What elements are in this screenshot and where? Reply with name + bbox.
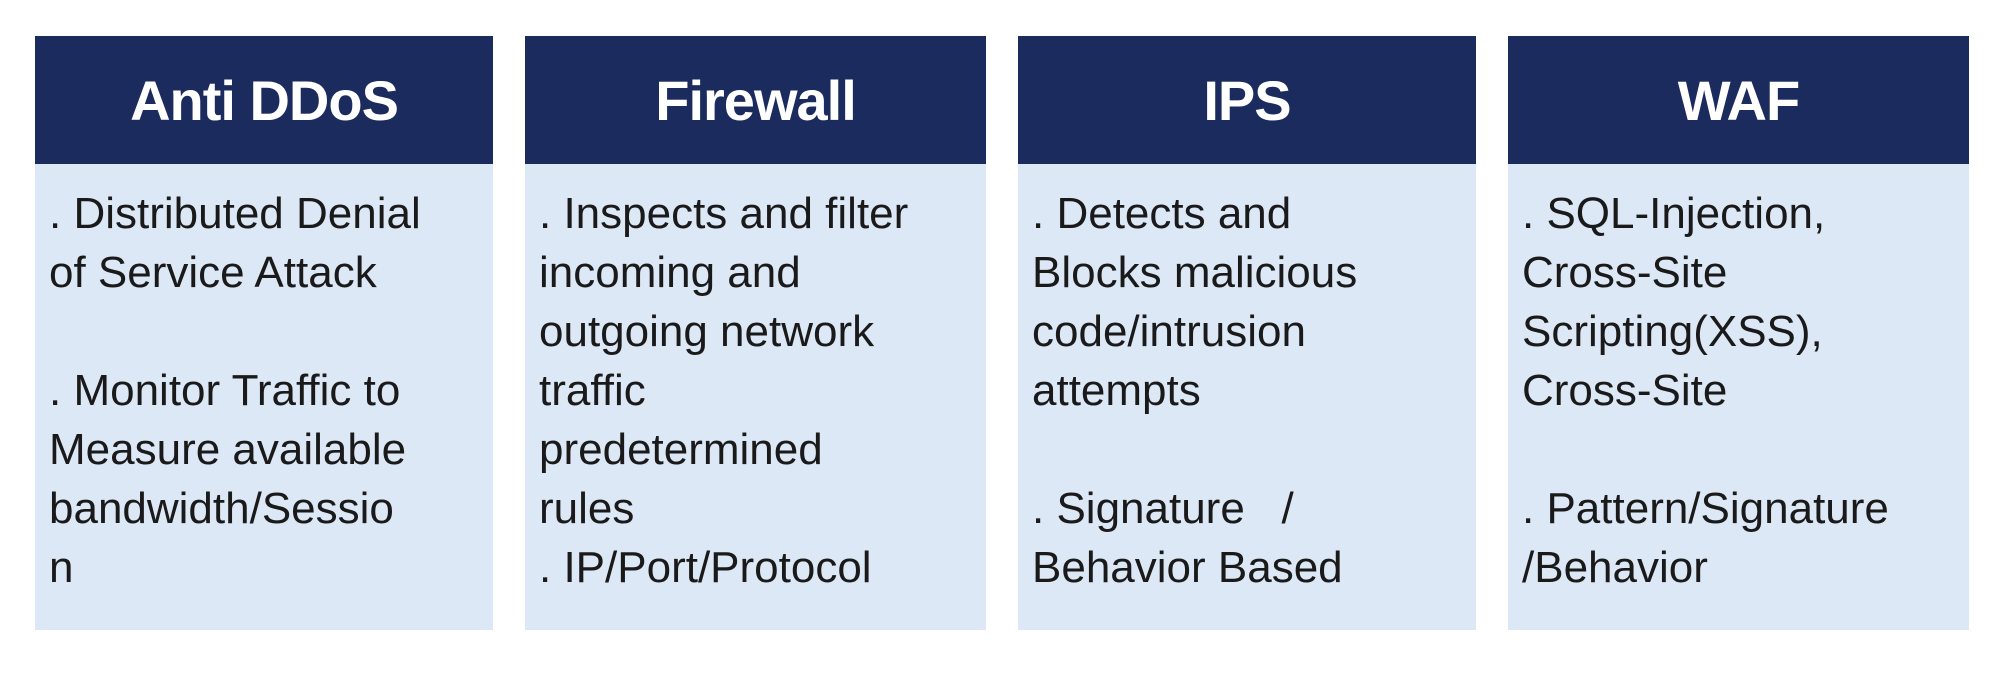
card-body: . Detects and Blocks malicious code/intr… — [1018, 164, 1476, 597]
card-text-line: . IP/Port/Protocol — [539, 543, 872, 592]
card-text-line: incoming and — [539, 248, 801, 297]
card-text-line: bandwidth/Sessio — [49, 484, 394, 533]
card-body: . Inspects and filter incoming and outgo… — [525, 164, 986, 597]
card-title: Firewall — [525, 36, 986, 164]
card-text-line: Scripting(XSS), — [1522, 307, 1823, 356]
card-text-line — [49, 302, 483, 361]
card-text-line: . Distributed Denial — [49, 189, 421, 238]
card-title: Anti DDoS — [35, 36, 493, 164]
card-text-line: Cross-Site — [1522, 248, 1728, 297]
card-text-line: . SQL-Injection, — [1522, 189, 1826, 238]
card-text-line: Measure available — [49, 425, 407, 474]
card-anti-ddos: Anti DDoS . Distributed Denial of Servic… — [35, 36, 493, 630]
card-text-line: code/intrusion — [1032, 307, 1306, 356]
card-text-line: . Inspects and filter — [539, 189, 909, 238]
card-text-line: Blocks malicious — [1032, 248, 1358, 297]
card-text-line: . Detects and — [1032, 189, 1292, 238]
card-text-line: rules — [539, 484, 635, 533]
card-text-line — [1032, 420, 1466, 479]
card-text-line: . Pattern/Signature — [1522, 484, 1889, 533]
card-text-line: predetermined — [539, 425, 823, 474]
card-text-line: of Service Attack — [49, 248, 377, 297]
card-text-line: attempts — [1032, 366, 1201, 415]
card-text-line: . Signature / — [1032, 484, 1294, 533]
card-title: IPS — [1018, 36, 1476, 164]
card-text-line: Behavior Based — [1032, 543, 1343, 592]
card-text-line: /Behavior — [1522, 543, 1708, 592]
card-title: WAF — [1508, 36, 1969, 164]
card-text-line: Cross-Site — [1522, 366, 1728, 415]
card-text-line: traffic — [539, 366, 646, 415]
card-text-line: . Monitor Traffic to — [49, 366, 401, 415]
card-text-line: outgoing network — [539, 307, 875, 356]
card-text-line: n — [49, 543, 74, 592]
card-firewall: Firewall . Inspects and filter incoming … — [525, 36, 986, 630]
card-ips: IPS . Detects and Blocks malicious code/… — [1018, 36, 1476, 630]
card-waf: WAF . SQL-Injection, Cross-Site Scriptin… — [1508, 36, 1969, 630]
card-body: . SQL-Injection, Cross-Site Scripting(XS… — [1508, 164, 1969, 597]
card-body: . Distributed Denial of Service Attack .… — [35, 164, 493, 597]
card-text-line — [1522, 420, 1959, 479]
